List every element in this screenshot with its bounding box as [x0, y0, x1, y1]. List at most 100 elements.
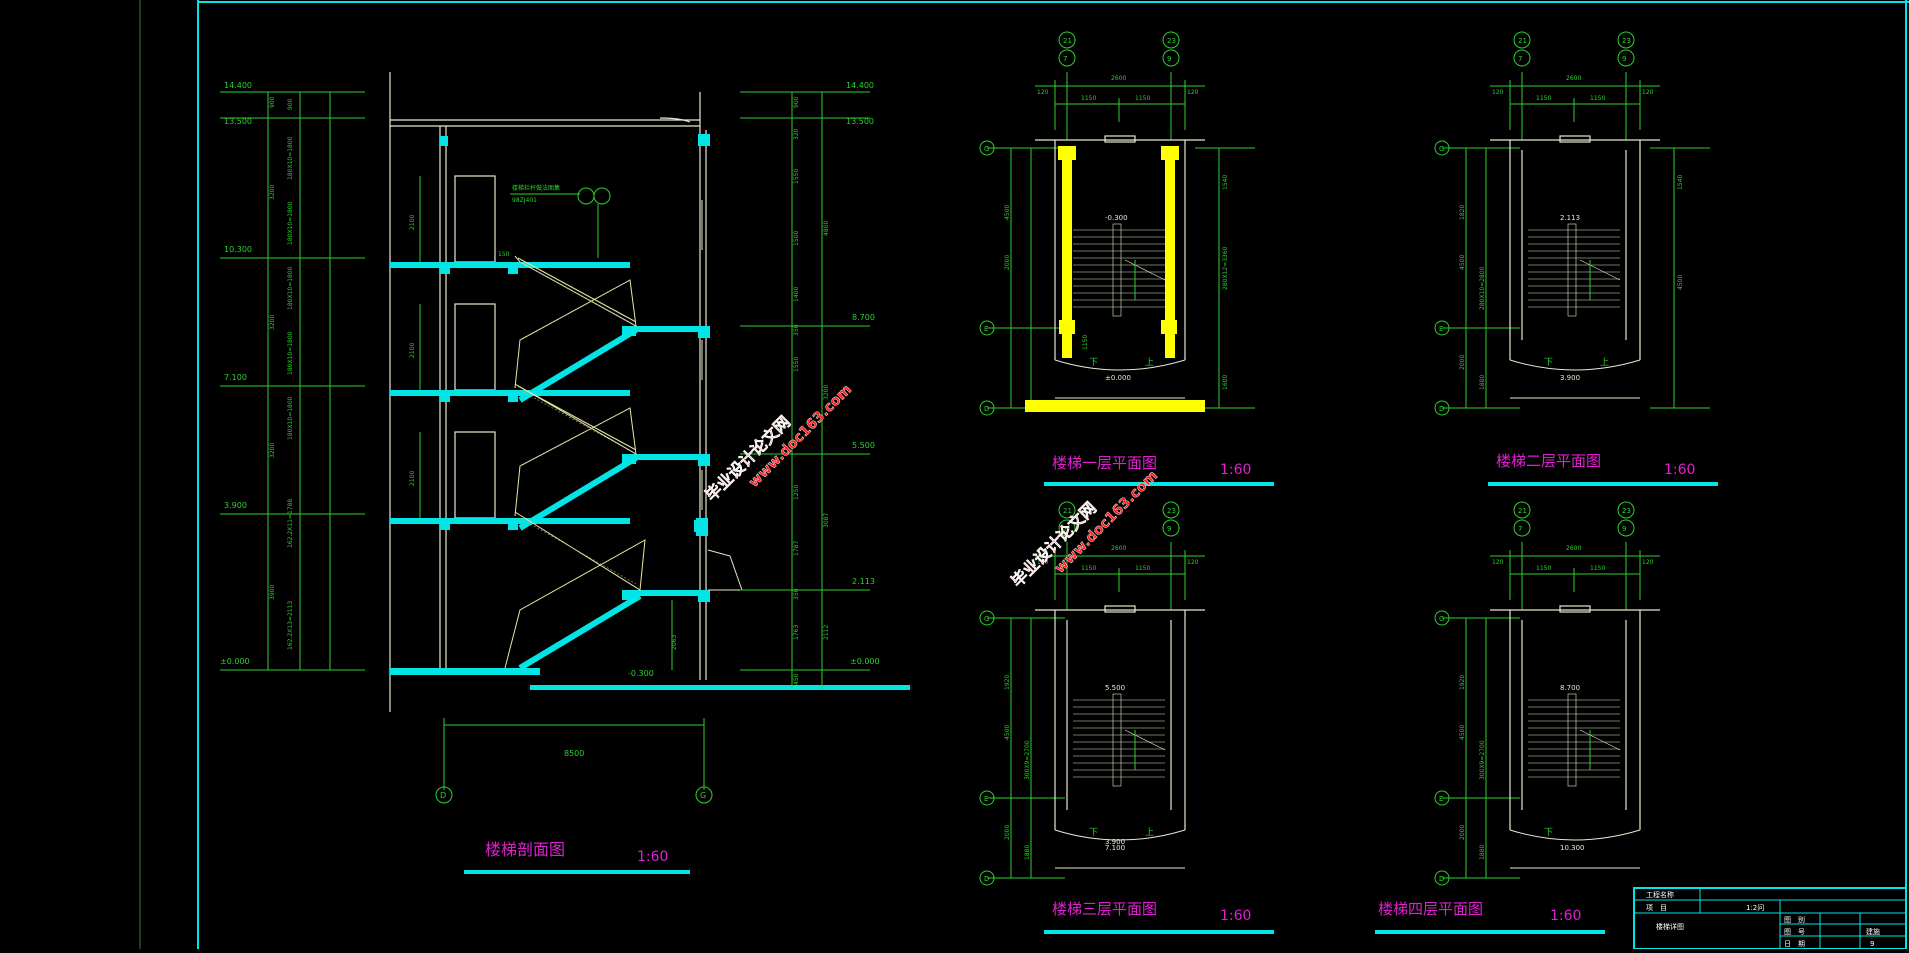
- plan-1-axis-top-0: 21: [1063, 37, 1072, 45]
- plan-3-walls: [1035, 605, 1205, 830]
- plan-1-axis-D: D: [984, 405, 989, 413]
- plan-2-title-group: 楼梯二层平面图 1:60: [1488, 452, 1718, 486]
- section-stair-flights: [518, 327, 642, 671]
- section-elevation-lines-left: [220, 91, 365, 671]
- plan-1-title: 楼梯一层平面图: [1052, 454, 1157, 472]
- plan-3-left-dim-2: 300X9=2700: [1024, 740, 1031, 780]
- elev-right-3: 5.500: [852, 441, 875, 450]
- elev-right-1: 13.500: [846, 117, 874, 126]
- dim-left-a-4: 3900: [269, 585, 276, 600]
- plan-3-axis-E: E: [984, 795, 988, 803]
- plan-4-dim-2600: 2600: [1566, 545, 1581, 552]
- plan-4-axis-D: D: [1439, 875, 1444, 883]
- watermark-1: 毕业设计论文网 www.doc163.com: [701, 381, 855, 505]
- plan-1-axis-top-3: 9: [1167, 55, 1171, 63]
- dim-left-b-0: 900: [287, 98, 294, 110]
- section-title-underline: [464, 870, 690, 874]
- plan-4-left-dim-3: 2000: [1459, 825, 1466, 840]
- elev-left-1: 13.500: [224, 117, 252, 126]
- section-title: 楼梯剖面图: [485, 840, 565, 859]
- section-height-dim-lines: [419, 176, 673, 670]
- plan-4-top-dim-lines: [1490, 542, 1660, 610]
- dim-right-a-11: 450: [793, 673, 800, 685]
- plan-2-walls: [1490, 135, 1660, 360]
- tb-scale-text: 1:2问: [1746, 904, 1764, 912]
- dim-left-a-2: 3200: [269, 315, 276, 330]
- dim-right-a-7: 1250: [793, 485, 800, 500]
- plan-2-left-dim-lines: [1442, 147, 1520, 409]
- dim-right-b-0: 4800: [823, 221, 830, 236]
- tb-date-label: 日 期: [1784, 940, 1805, 948]
- plan-1-axis-bubbles: 21 7 23 9: [1058, 31, 1180, 67]
- plan-2-scale: 1:60: [1664, 462, 1695, 478]
- elev-left-3: 7.100: [224, 373, 247, 382]
- section-height-dims: 2100 2100 2100 2063 150: [409, 215, 678, 650]
- plan-2-up-label: 上: [1600, 357, 1609, 368]
- plan-3-left-dim-4: 1880: [1024, 845, 1031, 860]
- elev-right-2: 8.700: [852, 313, 875, 322]
- plan-4-stair-treads: [1528, 693, 1621, 787]
- plan-2-dim-1150a: 1150: [1536, 95, 1551, 102]
- plan-3-dim-120b: 120: [1187, 559, 1199, 566]
- plan-2-top-dim-lines: [1490, 72, 1660, 140]
- elev-left-5: ±0.000: [220, 657, 250, 666]
- plan-4-left-dim-0: 1920: [1459, 675, 1466, 690]
- plan-3-level-3: 3.900: [1105, 838, 1125, 846]
- plan-3-down-label: 下: [1089, 828, 1098, 838]
- tb-value-1: 建施: [1866, 927, 1880, 936]
- dim-height-1: 2100: [409, 343, 416, 358]
- plan-1-axis-top-2: 23: [1167, 37, 1176, 45]
- plan-2-dim-120b: 120: [1642, 89, 1654, 96]
- plan-1-dim-1150b: 1150: [1135, 95, 1150, 102]
- dim-left-b-4: 180X10=1800: [287, 331, 294, 375]
- section-axis-right: G: [700, 791, 706, 800]
- plan-1-dim-120a: 120: [1037, 89, 1049, 96]
- plan-1-dim-120b: 120: [1187, 89, 1199, 96]
- plan-1-title-group: 楼梯一层平面图 1:60: [1044, 454, 1274, 486]
- section-elevation-labels-right: 14.400 13.500 8.700 5.500 2.113 ±0.000 -…: [628, 81, 880, 678]
- plan-1-down-label: 下: [1089, 358, 1098, 368]
- section-scale: 1:60: [637, 849, 668, 865]
- plan-3-level: 5.500: [1105, 684, 1125, 692]
- plan-3-dim-1150b: 1150: [1135, 565, 1150, 572]
- dim-height-3: 2063: [671, 635, 678, 650]
- plan-1-axis-top-1: 7: [1063, 55, 1067, 63]
- tb-value-2: 9: [1870, 940, 1874, 948]
- plan-4-axis-G: G: [1439, 615, 1444, 623]
- plan-3-axis-G: G: [984, 615, 989, 623]
- elev-right-4: 2.113: [852, 577, 875, 586]
- dim-right-a-10: 1763: [793, 625, 800, 640]
- plan-2-left-dim-2: 280X10=2800: [1479, 266, 1486, 310]
- plan-2-dim-2600: 2600: [1566, 75, 1581, 82]
- plan-3-top-dim-lines: [1035, 542, 1205, 610]
- plan-1-left-dim-lines: [987, 147, 1065, 409]
- plan-1-scale: 1:60: [1220, 462, 1251, 478]
- plan-4-down-label: 下: [1544, 828, 1553, 838]
- plan-2-axis-G: G: [1439, 145, 1444, 153]
- plan-1-dim-1150a: 1150: [1081, 95, 1096, 102]
- tb-drawing-no-label: 图 别: [1784, 915, 1805, 924]
- plan-2-axis-top-3: 9: [1622, 55, 1626, 63]
- dim-right-b-3: 2112: [823, 625, 830, 640]
- plan-3-title: 楼梯三层平面图: [1052, 900, 1157, 918]
- plan-3-title-underline: [1044, 930, 1274, 934]
- elev-mid: -0.300: [628, 669, 654, 678]
- dim-right-a-6: 1550: [793, 357, 800, 372]
- elev-right-0: 14.400: [846, 81, 874, 90]
- plan-4-dim-1150b: 1150: [1590, 565, 1605, 572]
- plan-3-axis-top-0: 21: [1063, 507, 1072, 515]
- section-window: [694, 200, 743, 591]
- plan-1-right-dim-1: 280X12=3360: [1222, 246, 1229, 290]
- plan-2-title: 楼梯二层平面图: [1496, 452, 1601, 470]
- plan-2-right-dim-lines: [1650, 147, 1710, 409]
- plan-2-stair-treads: [1528, 223, 1621, 317]
